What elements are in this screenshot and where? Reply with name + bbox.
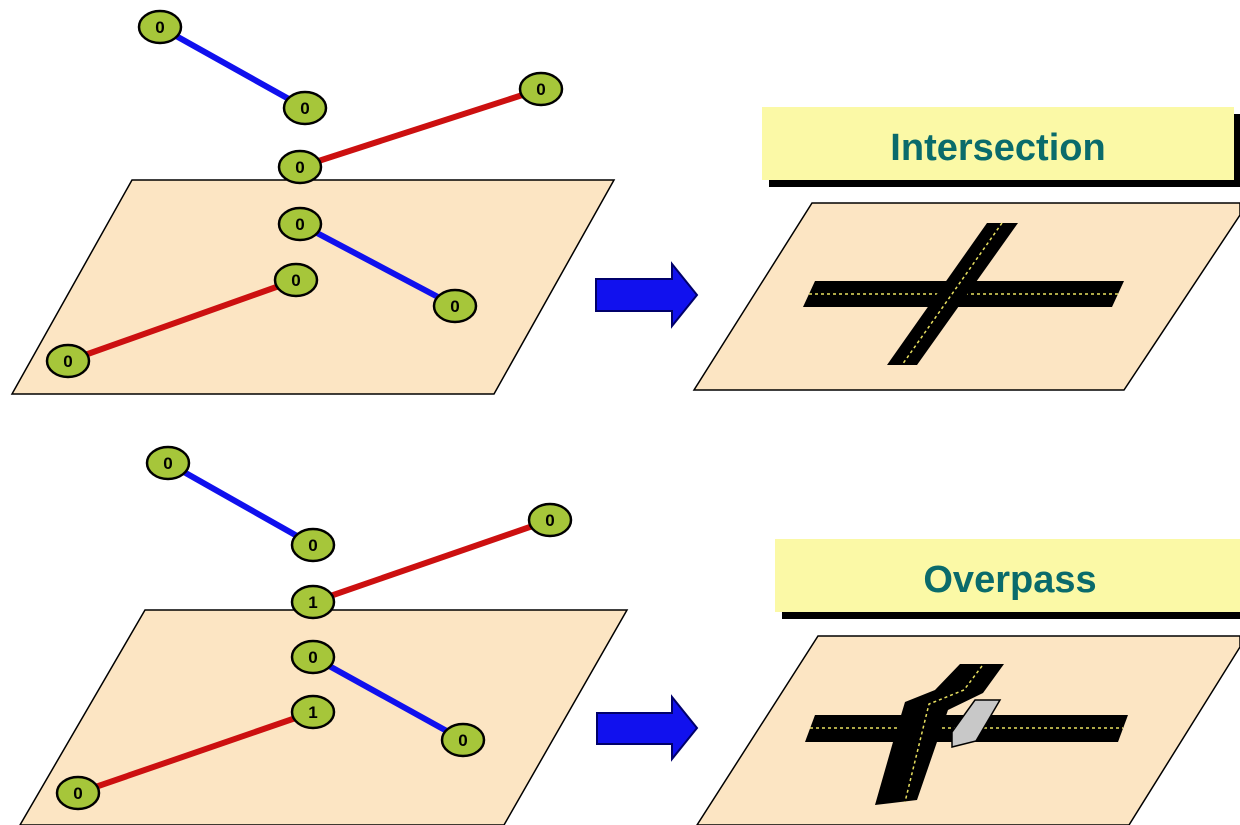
- top-node-8: 0: [45, 343, 91, 379]
- bottom-red-edge-lower: [77, 709, 314, 796]
- upper-road-centerline: [904, 665, 983, 803]
- top-red-edge-upper: [299, 86, 542, 170]
- node-label: 0: [308, 536, 317, 555]
- node-label: 0: [536, 80, 545, 99]
- bridge-side-right: [951, 699, 1002, 748]
- bottom-node-5: 0: [290, 639, 336, 675]
- top-node-7: 0: [432, 288, 478, 324]
- top-banner: [762, 107, 1234, 180]
- top-node-4: 0: [277, 149, 323, 185]
- top-arrow-icon: [595, 261, 699, 329]
- bottom-node-3: 0: [527, 502, 573, 538]
- node-label: 0: [295, 158, 304, 177]
- bottom-banner: [775, 539, 1240, 612]
- bottom-node-2: 0: [290, 527, 336, 563]
- node-label: 1: [308, 703, 317, 722]
- node-label: 0: [163, 454, 172, 473]
- node-label: 0: [291, 271, 300, 290]
- top-banner-title: Intersection: [890, 127, 1105, 169]
- node-label: 0: [458, 731, 467, 750]
- top-panel: 0 0 0 0 0 0 0 0: [10, 9, 1240, 395]
- bottom-node-6: 0: [440, 722, 486, 758]
- bottom-node-4: 1: [290, 584, 336, 620]
- node-label: 0: [545, 511, 554, 530]
- bottom-panel: 0 0 0 1 0 0 1 0: [19, 445, 1240, 825]
- node-label: 0: [300, 99, 309, 118]
- vertical-road-centerline: [901, 222, 1003, 366]
- bottom-blue-edge-lower: [311, 654, 465, 743]
- node-label: 0: [63, 352, 72, 371]
- bottom-red-edge-upper: [312, 517, 551, 605]
- node-label: 0: [295, 215, 304, 234]
- upper-road: [875, 664, 1004, 805]
- top-node-3: 0: [518, 71, 564, 107]
- top-node-1: 0: [137, 9, 183, 45]
- bottom-node-8: 0: [55, 775, 101, 811]
- top-red-edge-lower: [66, 277, 298, 364]
- node-label: 0: [73, 784, 82, 803]
- top-blue-edge-lower: [298, 221, 457, 309]
- node-label: 0: [308, 648, 317, 667]
- bottom-blue-edge-upper: [166, 460, 315, 548]
- bottom-node-7: 1: [290, 694, 336, 730]
- top-node-5: 0: [277, 206, 323, 242]
- bottom-arrow-icon: [596, 694, 699, 762]
- node-label: 0: [450, 297, 459, 316]
- top-blue-edge-upper: [158, 24, 307, 111]
- top-node-2: 0: [282, 90, 328, 126]
- bottom-node-1: 0: [145, 445, 191, 481]
- top-node-6: 0: [273, 262, 319, 298]
- node-label: 1: [308, 593, 317, 612]
- node-label: 0: [155, 18, 164, 37]
- bottom-banner-title: Overpass: [923, 559, 1096, 601]
